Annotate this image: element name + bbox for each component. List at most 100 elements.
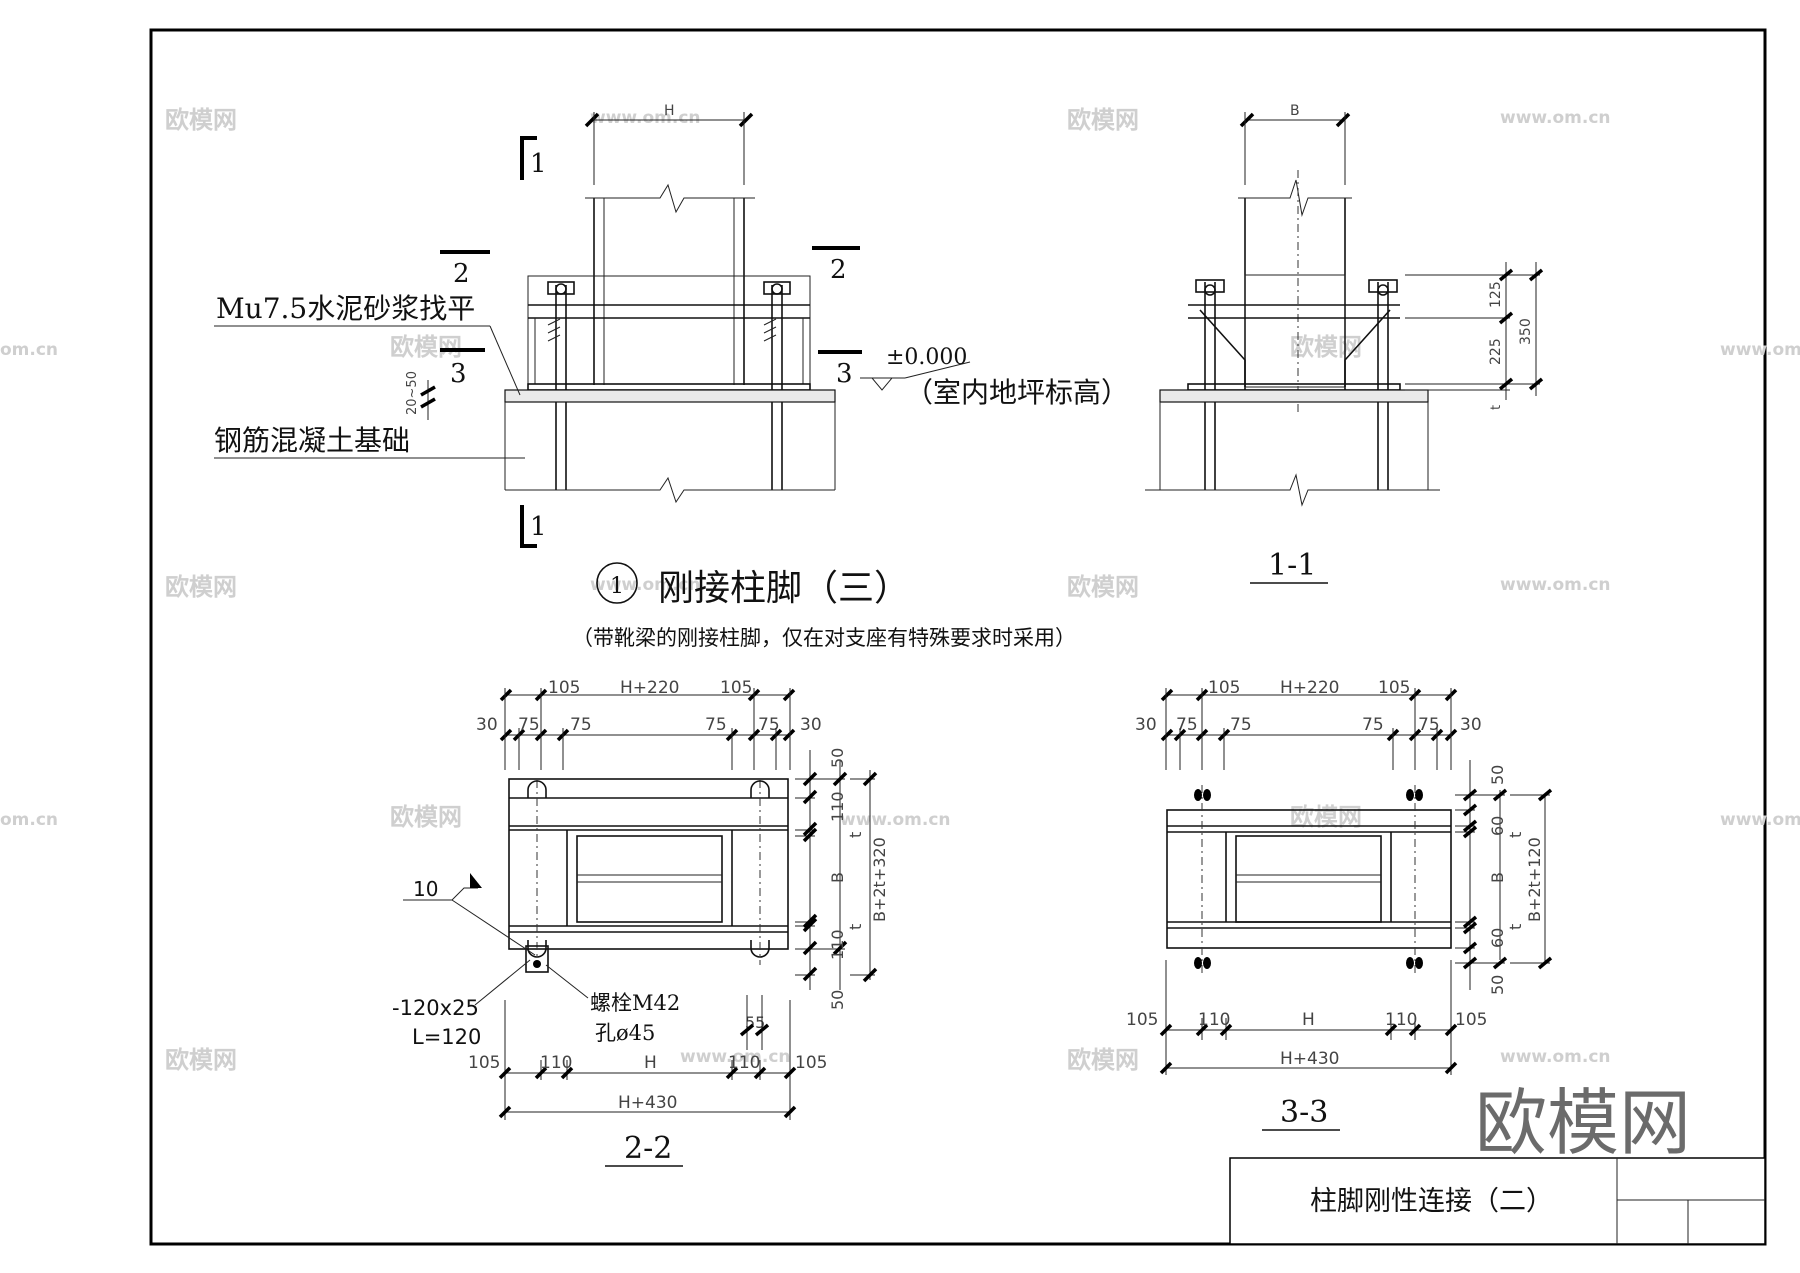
- s33-right-total: B+2t+120: [1525, 837, 1544, 922]
- section-1-1-view: B: [1145, 103, 1544, 584]
- s22-caption: 2-2: [624, 1131, 672, 1166]
- section11-dim-125: 125: [1488, 281, 1504, 308]
- s33-bolts: [1194, 789, 1423, 969]
- section-3-3-view: 105 H+220 105 30 75 75 75 75 30: [1126, 678, 1553, 1131]
- s22-plate-length: L=120: [412, 1025, 481, 1049]
- detail-note: （带靴梁的刚接柱脚，仅在对支座有特殊要求时采用）: [572, 626, 1076, 650]
- s33-top2-75-c: 75: [1362, 715, 1384, 735]
- s33-top-105-left: 105: [1208, 678, 1240, 698]
- s22-hole-spec: 孔ø45: [595, 1021, 655, 1045]
- label-mortar-leveling: Mu7.5水泥砂浆找平: [216, 292, 475, 325]
- s22-bottom-110-left: 110: [540, 1053, 572, 1073]
- s33-bottom-110-left: 110: [1198, 1010, 1230, 1030]
- watermark-layer: 欧模网 www.om.cn 欧模网 www.om.cn om.cn 欧模网 欧模…: [0, 106, 1800, 1074]
- watermark-url: www.om.cn: [1720, 340, 1800, 360]
- s33-bottom-105-left: 105: [1126, 1010, 1158, 1030]
- watermark-url: www.om.cn: [840, 810, 951, 830]
- s33-right-t-bottom: t: [1506, 924, 1525, 930]
- elevation-dim-h: H: [664, 103, 675, 119]
- section-mark-3-left: 3: [450, 359, 467, 389]
- s33-top2-75-a: 75: [1176, 715, 1198, 735]
- watermark-logo: 欧模网: [1475, 1081, 1691, 1165]
- s33-top-h220: H+220: [1280, 678, 1339, 698]
- s22-top2-75-b: 75: [570, 715, 592, 735]
- section-mark-2-left: 2: [453, 259, 470, 289]
- detail-number: 1: [610, 574, 624, 599]
- s33-right-b: B: [1488, 872, 1507, 883]
- section11-caption: 1-1: [1268, 548, 1316, 583]
- watermark-url: www.om.cn: [1500, 575, 1611, 595]
- s33-right-50-top: 50: [1488, 765, 1507, 785]
- section11-dim-225: 225: [1488, 338, 1504, 365]
- s22-top2-30-left: 30: [476, 715, 498, 735]
- s22-bottom-h: H: [644, 1053, 657, 1073]
- s22-right-t-top: t: [846, 832, 865, 838]
- detail-title-text: 刚接柱脚（三）: [658, 568, 910, 609]
- section-2-2-view: 105 H+220 105 30 75 75 75 75 30: [392, 678, 889, 1167]
- s22-top-h220: H+220: [620, 678, 679, 698]
- section-mark-1-bottom: 1: [530, 512, 547, 542]
- section11-dim-350: 350: [1518, 318, 1534, 345]
- s33-right-t-top: t: [1506, 832, 1525, 838]
- s33-top2-30-left: 30: [1135, 715, 1157, 735]
- watermark-brand: 欧模网: [390, 333, 462, 361]
- s22-right-b: B: [828, 872, 847, 883]
- elevation-view: H 1 1: [214, 103, 1129, 548]
- watermark-brand: 欧模网: [165, 106, 237, 134]
- s22-right-total: B+2t+320: [870, 837, 889, 922]
- watermark-url: www.om.cn: [1720, 810, 1800, 830]
- s22-bottom-105-right: 105: [795, 1053, 827, 1073]
- s22-top2-75-c: 75: [705, 715, 727, 735]
- section-mark-2-right: 2: [830, 255, 847, 285]
- s22-right-50-top: 50: [828, 748, 847, 768]
- s33-top2-75-b: 75: [1230, 715, 1252, 735]
- section11-dim-b: B: [1290, 103, 1300, 119]
- watermark-url: www.om.cn: [1500, 1047, 1611, 1067]
- watermark-brand: 欧模网: [165, 573, 237, 601]
- s33-top2-30-right: 30: [1460, 715, 1482, 735]
- s22-weld-size: 10: [413, 877, 438, 901]
- watermark-url: www.om.cn: [680, 1047, 791, 1067]
- s33-bottom-total: H+430: [1280, 1049, 1339, 1069]
- watermark-url: om.cn: [0, 810, 58, 830]
- s22-right-50-bottom: 50: [828, 990, 847, 1010]
- dim-mortar-thickness: 20~50: [405, 371, 420, 415]
- watermark-brand: 欧模网: [1067, 106, 1139, 134]
- s22-bottom-total: H+430: [618, 1093, 677, 1113]
- watermark-url: www.om.cn: [590, 575, 701, 595]
- s22-bottom-110-right: 110: [728, 1053, 760, 1073]
- watermark-brand: 欧模网: [1290, 333, 1362, 361]
- watermark-brand: 欧模网: [1067, 573, 1139, 601]
- s33-bottom-105-right: 105: [1455, 1010, 1487, 1030]
- watermark-brand: 欧模网: [1067, 1046, 1139, 1074]
- watermark-url: www.om.cn: [590, 108, 701, 128]
- s22-top2-75-a: 75: [518, 715, 540, 735]
- s33-caption: 3-3: [1280, 1095, 1328, 1130]
- s22-top-105-left: 105: [548, 678, 580, 698]
- s33-bottom-h: H: [1302, 1010, 1315, 1030]
- s22-right-110-bottom: 110: [828, 929, 847, 960]
- detail-title: 1 刚接柱脚（三） （带靴梁的刚接柱脚，仅在对支座有特殊要求时采用）: [572, 562, 1076, 650]
- sheet-border: [149, 28, 1767, 1246]
- s22-bottom-105-left: 105: [468, 1053, 500, 1073]
- s33-right-60-bottom: 60: [1488, 928, 1507, 948]
- drawing-title: 柱脚刚性连接（二）: [1310, 1186, 1553, 1217]
- level-description: （室内地坪标高）: [905, 376, 1129, 409]
- watermark-url: www.om.cn: [1500, 108, 1611, 128]
- s22-right-t-bottom: t: [846, 924, 865, 930]
- s22-top2-30-right: 30: [800, 715, 822, 735]
- s22-right-110-top: 110: [828, 791, 847, 822]
- s33-top2-75-d: 75: [1418, 715, 1440, 735]
- s22-plate-size: -120x25: [392, 996, 479, 1020]
- watermark-brand: 欧模网: [165, 1046, 237, 1074]
- s22-top-105-right: 105: [720, 678, 752, 698]
- title-block: 柱脚刚性连接（二）: [1229, 1157, 1766, 1245]
- s33-right-50-bottom: 50: [1488, 975, 1507, 995]
- level-value: ±0.000: [886, 345, 967, 370]
- watermark-url: om.cn: [0, 340, 58, 360]
- s33-right-60-top: 60: [1488, 816, 1507, 836]
- section11-dim-t: t: [1489, 405, 1504, 410]
- s33-bottom-110-right: 110: [1385, 1010, 1417, 1030]
- section-mark-1-top: 1: [530, 149, 547, 179]
